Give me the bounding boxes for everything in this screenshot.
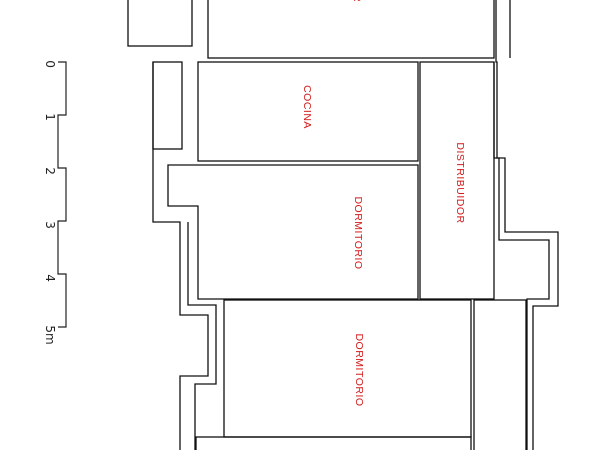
room-label-dormitorio-1: DORMITORIO (352, 196, 364, 269)
top-left-block (127, 0, 193, 47)
scale-tick-0: 0 (43, 60, 57, 68)
room-labels: R COCINA DISTRIBUIDOR DORMITORIO DORMITO… (301, 0, 466, 407)
scale-tick-2: 2 (43, 167, 57, 175)
left-column (152, 61, 183, 150)
scale-tick-3: 3 (43, 221, 57, 229)
bedroom-2-outline (223, 299, 472, 438)
bedroom-1-outline (167, 164, 419, 300)
scale-tick-5m: 5m (43, 325, 57, 344)
hall-outline (419, 61, 495, 300)
room-label-distribuidor: DISTRIBUIDOR (454, 142, 466, 223)
kitchen-outline (197, 61, 419, 162)
scale-tick-1: 1 (43, 113, 57, 121)
room-label-cocina: COCINA (301, 85, 313, 129)
outer-wall-inner-contour (187, 222, 217, 450)
outer-wall-contour (152, 62, 209, 450)
bottom-room-outline (195, 436, 472, 450)
outer-wall-right-inner (493, 62, 550, 450)
outer-wall-right (495, 0, 559, 450)
room-label-top-partial: R (351, 0, 363, 2)
right-narrow-room (473, 299, 527, 450)
top-room-outline (207, 0, 495, 59)
scale-bar-line (57, 61, 67, 328)
room-label-dormitorio-2: DORMITORIO (353, 333, 365, 406)
scale-bar: 0 1 2 3 4 5m (43, 60, 67, 345)
scale-tick-4: 4 (43, 274, 57, 282)
walls (127, 0, 559, 450)
